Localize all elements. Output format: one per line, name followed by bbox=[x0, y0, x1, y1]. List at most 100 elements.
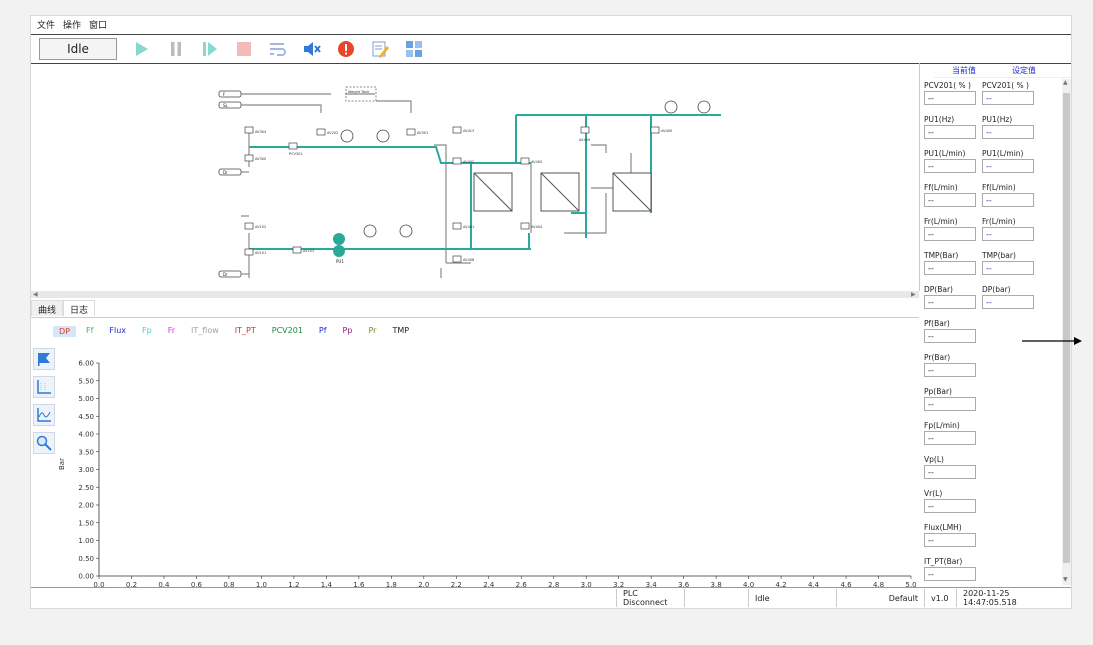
parameter-list: PCV201( % )PCV201( % )----PU1(Hz)PU1(Hz)… bbox=[920, 79, 1062, 585]
zoom-tool-button[interactable] bbox=[33, 432, 55, 454]
legend-item-ff[interactable]: Ff bbox=[85, 326, 94, 335]
inlet-label-f: F bbox=[223, 92, 226, 97]
legend-item-dp[interactable]: DP bbox=[53, 326, 76, 337]
setpoint-input[interactable]: -- bbox=[982, 261, 1034, 275]
parameter-setpoint-label: Fr(L/min) bbox=[982, 216, 1016, 226]
svg-text:AV400: AV400 bbox=[661, 129, 672, 133]
tab-curve[interactable]: 曲线 bbox=[31, 300, 64, 316]
pause-button[interactable] bbox=[167, 40, 185, 58]
current-value-field: -- bbox=[924, 567, 976, 581]
parameter-label: IT_PT(Bar) bbox=[924, 556, 963, 566]
parameter-values: ---- bbox=[924, 125, 1062, 139]
x-tick-label: 1.2 bbox=[288, 581, 299, 588]
zoom-icon bbox=[36, 435, 52, 451]
setpoint-input[interactable]: -- bbox=[982, 91, 1034, 105]
parameter-row: PU1(Hz)PU1(Hz)---- bbox=[924, 113, 1062, 147]
svg-text:AV413: AV413 bbox=[463, 129, 474, 133]
current-value-field: -- bbox=[924, 363, 976, 377]
current-value-field: -- bbox=[924, 159, 976, 173]
svg-text:AV103: AV103 bbox=[303, 249, 314, 253]
wrap-button[interactable] bbox=[269, 40, 287, 58]
parameter-values: -- -- bbox=[924, 193, 1062, 207]
menu-operation[interactable]: 操作 bbox=[63, 21, 82, 31]
x-tick-label: 2.8 bbox=[548, 581, 559, 588]
parameter-setpoint-label: PCV201( % ) bbox=[982, 80, 1029, 90]
app-window: 文件 操作 窗口 Idle F SL Dr Dr bbox=[30, 15, 1072, 609]
toolbar: Idle bbox=[31, 34, 1071, 64]
parameter-setpoint-label: Ff(L/min) bbox=[982, 182, 1016, 192]
setpoint-input[interactable]: -- bbox=[982, 159, 1034, 173]
svg-text:AV405: AV405 bbox=[531, 160, 542, 164]
flag-tool-button[interactable] bbox=[33, 348, 55, 370]
current-value-field: -- bbox=[924, 465, 976, 479]
status-spacer bbox=[31, 589, 616, 607]
legend-item-fp[interactable]: Fp bbox=[142, 326, 152, 335]
parameter-setpoint-label: DP(bar) bbox=[982, 284, 1011, 294]
x-tick-label: 0.4 bbox=[158, 581, 170, 588]
svg-text:AV401: AV401 bbox=[463, 225, 474, 229]
svg-text:AV300: AV300 bbox=[255, 157, 266, 161]
setpoint-input[interactable]: -- bbox=[982, 125, 1034, 139]
scroll-right-icon[interactable]: ▶ bbox=[911, 291, 916, 298]
legend-item-pf[interactable]: Pf bbox=[318, 326, 327, 335]
menu-file[interactable]: 文件 bbox=[37, 21, 56, 31]
parameter-values: -- bbox=[924, 533, 1062, 547]
grid-button[interactable] bbox=[405, 40, 423, 58]
svg-text:PCV301: PCV301 bbox=[289, 152, 303, 156]
legend-item-pp[interactable]: Pp bbox=[342, 326, 353, 335]
legend-item-tmp[interactable]: TMP bbox=[392, 326, 410, 335]
svg-text:AV409: AV409 bbox=[579, 138, 590, 142]
scroll-left-icon[interactable]: ◀ bbox=[33, 291, 38, 298]
parameter-label: Pp(Bar) bbox=[924, 386, 952, 396]
curve-icon bbox=[37, 408, 51, 422]
svg-text:AV301: AV301 bbox=[417, 131, 428, 135]
legend-item-it-flow[interactable]: IT_flow bbox=[191, 326, 219, 335]
stop-button[interactable] bbox=[235, 40, 253, 58]
setpoint-input[interactable]: -- bbox=[982, 295, 1034, 309]
parameter-label: Vr(L) bbox=[924, 488, 943, 498]
status-bar: PLC Disconnect Idle Default v1.0 2020-11… bbox=[31, 587, 1071, 608]
alarm-button[interactable] bbox=[337, 40, 355, 58]
parameter-row: PCV201( % )PCV201( % )---- bbox=[924, 79, 1062, 113]
tab-log[interactable]: 日志 bbox=[63, 300, 96, 316]
mute-button[interactable] bbox=[303, 40, 321, 58]
svg-text:AV404: AV404 bbox=[531, 225, 543, 229]
legend-item-it-pt[interactable]: IT_PT bbox=[234, 326, 256, 335]
parameter-label: Fp(L/min) bbox=[924, 420, 960, 430]
legend-item-pcv201[interactable]: PCV201 bbox=[271, 326, 303, 335]
parameter-label: Vp(L) bbox=[924, 454, 944, 464]
parameter-labels: IT_PT(Bar) bbox=[924, 555, 1062, 567]
valve-labels: AV304 AV300 AV102 AV101 PCV301 AV202 AV3… bbox=[255, 129, 672, 262]
parameter-labels: Flux(LMH) bbox=[924, 521, 1062, 533]
parameter-label: TMP(Bar) bbox=[924, 250, 959, 260]
scroll-up-icon[interactable]: ▲ bbox=[1063, 79, 1068, 86]
scroll-thumb[interactable] bbox=[1063, 93, 1070, 563]
y-tick-label: 2.00 bbox=[78, 502, 94, 510]
x-tick-label: 2.0 bbox=[418, 581, 429, 588]
edit-button[interactable] bbox=[371, 40, 389, 58]
setpoint-header: 设定值 bbox=[1012, 65, 1036, 75]
menu-window[interactable]: 窗口 bbox=[89, 21, 108, 31]
x-tick-label: 0.2 bbox=[126, 581, 137, 588]
x-tick-label: 0.8 bbox=[223, 581, 234, 588]
valves bbox=[244, 126, 660, 263]
axis-tool-button[interactable] bbox=[33, 376, 55, 398]
curve-tool-button[interactable] bbox=[33, 404, 55, 426]
play-button[interactable] bbox=[133, 40, 151, 58]
parameter-labels: PU1(Hz)PU1(Hz) bbox=[924, 113, 1062, 125]
legend-item-pr[interactable]: Pr bbox=[368, 326, 377, 335]
step-button[interactable] bbox=[201, 40, 219, 58]
setpoint-input[interactable]: -- bbox=[982, 227, 1034, 241]
scroll-down-icon[interactable]: ▼ bbox=[1063, 576, 1068, 583]
parameter-label: Ff(L/min) bbox=[924, 182, 958, 192]
setpoint-input[interactable]: -- bbox=[982, 193, 1034, 207]
parameter-row: Fr(L/min)Fr(L/min)---- bbox=[924, 215, 1062, 249]
parameter-row: Vp(L)-- bbox=[924, 453, 1062, 487]
legend-item-flux[interactable]: Flux bbox=[109, 326, 127, 335]
parameter-row: Flux(LMH)-- bbox=[924, 521, 1062, 555]
weight-tank bbox=[345, 86, 377, 102]
parameter-vscrollbar[interactable]: ▲ ▼ bbox=[1062, 79, 1071, 585]
current-value-field: -- bbox=[924, 193, 976, 207]
legend-item-fr[interactable]: Fr bbox=[167, 326, 176, 335]
diagram-hscrollbar[interactable]: ◀ ▶ bbox=[31, 291, 919, 298]
